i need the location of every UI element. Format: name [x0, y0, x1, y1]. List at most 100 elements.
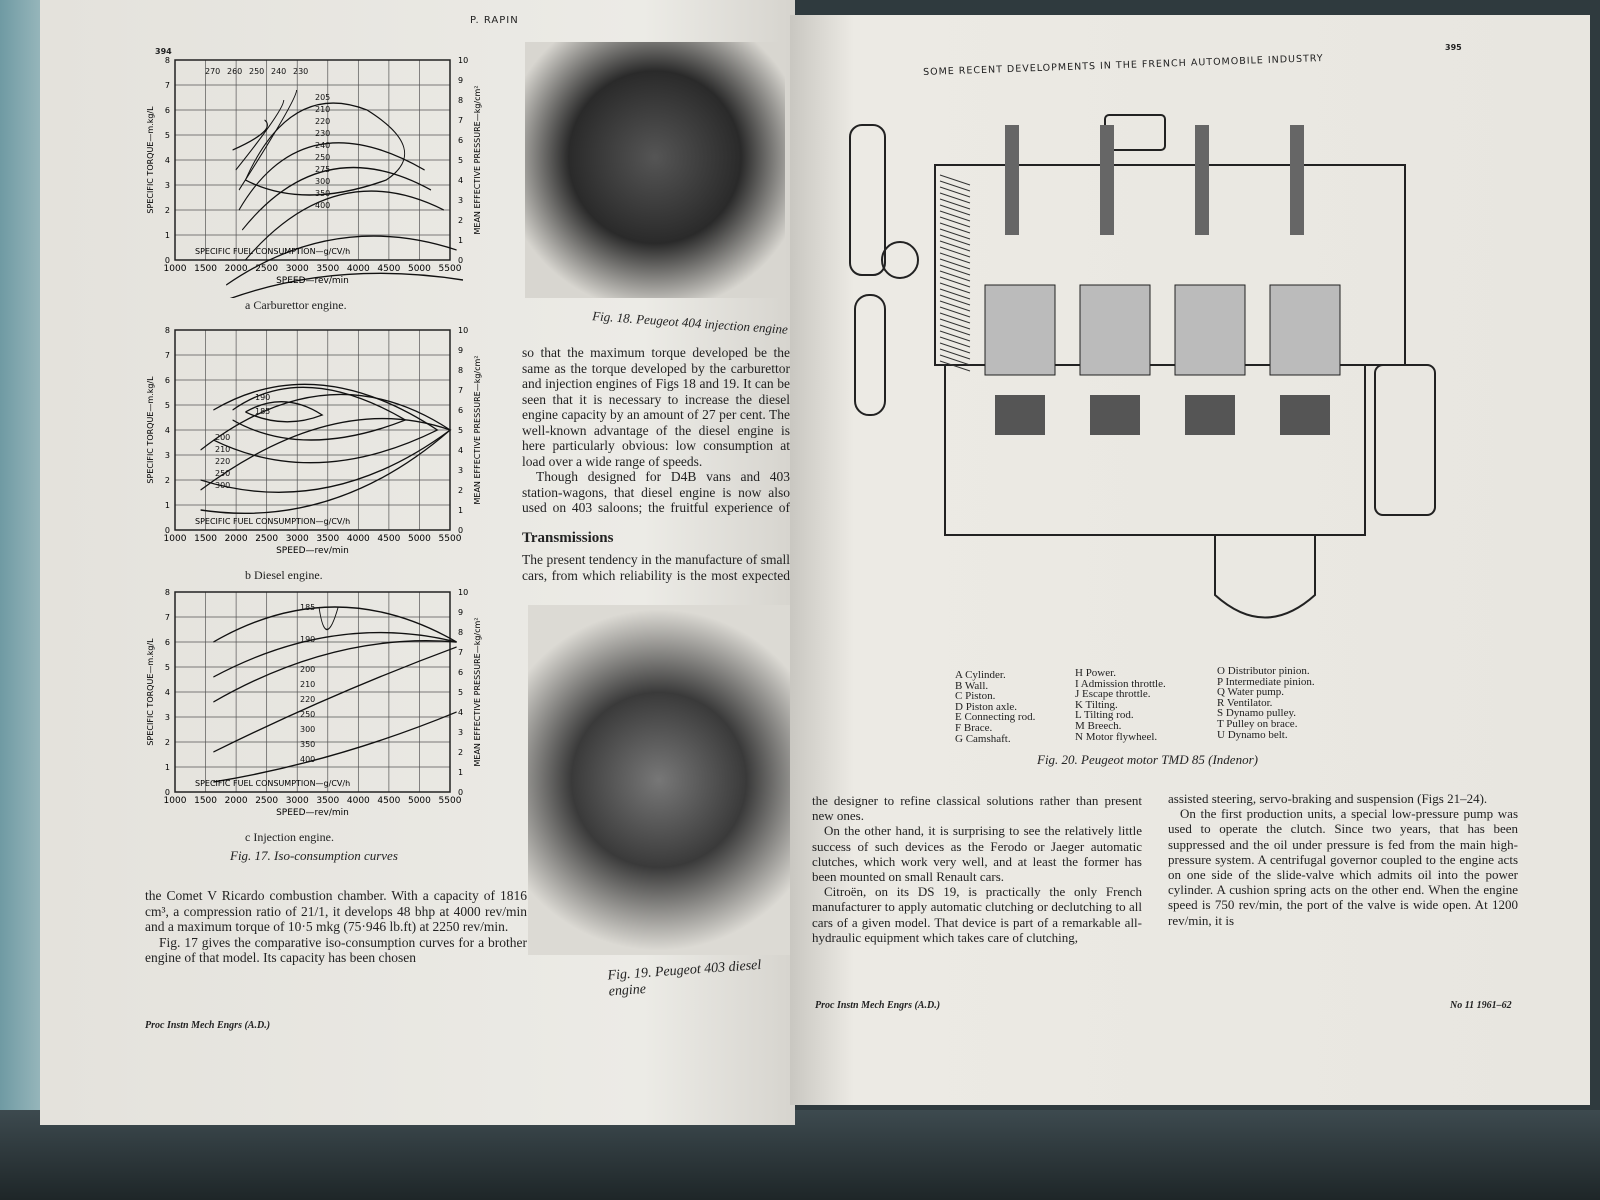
inner-label: SPECIFIC FUEL CONSUMPTION—g/CV/h	[195, 517, 350, 526]
contour-line	[213, 646, 457, 753]
contour-label: 210	[315, 105, 330, 114]
y2-tick-label: 2	[458, 748, 463, 757]
x-tick-label: 3500	[316, 534, 339, 544]
y2-tick-label: 9	[458, 346, 463, 355]
engine-photo-403-diesel	[528, 605, 790, 955]
x-tick-label: 1000	[164, 796, 187, 806]
contour-line	[245, 190, 444, 261]
contour-line	[245, 401, 324, 423]
contour-label: 230	[315, 129, 330, 138]
contour-label: 200	[215, 433, 230, 442]
y2-tick-label: 7	[458, 386, 463, 395]
contour-label: 220	[215, 457, 230, 466]
legend-item: D Piston axle.	[955, 700, 1018, 713]
y2-tick-label: 10	[458, 588, 468, 597]
contour-label: 200	[300, 665, 315, 674]
paragraph: the Comet V Ricardo combustion chamber. …	[145, 888, 527, 934]
contour-label: 275	[315, 165, 330, 174]
y-tick-label: 2	[165, 476, 170, 485]
contour-line	[318, 606, 339, 631]
paragraph: The present tendency in the manufacture …	[522, 552, 790, 584]
x-tick-label: 2000	[225, 264, 248, 274]
contour-line	[213, 640, 457, 703]
contour-line	[213, 383, 439, 464]
y2-tick-label: 6	[458, 406, 463, 415]
y-tick-label: 7	[165, 81, 170, 90]
section-heading: Transmissions	[522, 530, 614, 546]
x-tick-label: 1500	[194, 796, 217, 806]
y2-tick-label: 9	[458, 608, 463, 617]
y-tick-label: 7	[165, 351, 170, 360]
x-tick-label: 1500	[194, 264, 217, 274]
x-tick-label: 3500	[316, 264, 339, 274]
y-tick-label: 1	[165, 501, 170, 510]
paragraph: Fig. 17 gives the comparative iso-consum…	[145, 934, 527, 966]
paragraph: so that the maximum torque developed be …	[522, 345, 790, 469]
x-axis-label: SPEED—rev/min	[276, 276, 349, 286]
legend-item: H Power.	[1075, 667, 1116, 679]
legend-item: M Breech.	[1075, 719, 1122, 732]
contour-line	[213, 711, 457, 783]
y-tick-label: 8	[165, 326, 170, 335]
engine-cutaway-drawing	[849, 114, 1436, 619]
contour-label: 190	[300, 635, 315, 644]
contour-line	[213, 631, 457, 678]
x-tick-label: 5000	[408, 534, 431, 544]
x-tick-label: 5500	[439, 264, 462, 274]
contour-line	[241, 166, 432, 231]
y2-tick-label: 3	[458, 728, 463, 737]
y-tick-label: 4	[165, 426, 170, 435]
x-tick-label: 2000	[225, 796, 248, 806]
x-tick-label: 4000	[347, 796, 370, 806]
contour-label: 250	[315, 153, 330, 162]
inner-label: SPECIFIC FUEL CONSUMPTION—g/CV/h	[195, 779, 350, 788]
contour-label: 260	[227, 67, 242, 76]
x-tick-label: 5000	[408, 264, 431, 274]
y-tick-label: 6	[165, 638, 170, 647]
y-tick-label: 4	[165, 688, 170, 697]
contour-label: 230	[293, 67, 308, 76]
x-tick-label: 2500	[255, 534, 278, 544]
chart-caption: a Carburettor engine.	[245, 298, 347, 312]
paragraph: the designer to refine classical solutio…	[812, 793, 1142, 824]
y-tick-label: 2	[165, 738, 170, 747]
y2-tick-label: 10	[458, 56, 468, 65]
x-tick-label: 5500	[439, 796, 462, 806]
figure-caption: Fig. 18. Peugeot 404 injection engine	[591, 308, 789, 337]
chart-caption: c Injection engine.	[245, 830, 334, 844]
figure-caption: Fig. 19. Peugeot 403 diesel engine	[607, 957, 762, 1000]
contour-line	[232, 89, 298, 191]
footer: Proc Instn Mech Engrs (A.D.)	[815, 1000, 941, 1011]
y-tick-label: 2	[165, 206, 170, 215]
x-tick-label: 3000	[286, 264, 309, 274]
x-tick-label: 1000	[164, 264, 187, 274]
legend-item: N Motor flywheel.	[1075, 730, 1158, 743]
y2-tick-label: 0	[458, 526, 463, 535]
contour-line	[245, 102, 405, 196]
legend-item: T Pulley on brace.	[1217, 717, 1298, 730]
y-axis-label: SPECIFIC TORQUE—m.kg/L	[146, 106, 155, 214]
y-tick-label: 5	[165, 131, 170, 140]
x-axis-label: SPEED—rev/min	[276, 546, 349, 556]
y2-tick-label: 2	[458, 486, 463, 495]
y-tick-label: 4	[165, 156, 170, 165]
legend-column: O Distributor pinion.P Intermediate pini…	[1217, 666, 1315, 740]
contour-line	[229, 272, 464, 298]
contour-line	[200, 417, 452, 515]
legend-item: S Dynamo pulley.	[1217, 707, 1297, 720]
x-tick-label: 2000	[225, 534, 248, 544]
y2-tick-label: 1	[458, 768, 463, 777]
contour-label: 185	[255, 407, 270, 416]
contour-label: 300	[215, 481, 230, 490]
contour-label: 250	[300, 710, 315, 719]
y2-axis-label: MEAN EFFECTIVE PRESSURE—kg/cm²	[473, 355, 482, 504]
contour-label: 400	[315, 201, 330, 210]
x-tick-label: 4500	[377, 796, 400, 806]
y-tick-label: 1	[165, 231, 170, 240]
legend-item: I Admission throttle.	[1075, 677, 1166, 690]
background-table	[0, 1110, 1600, 1200]
contour-line	[200, 393, 452, 493]
